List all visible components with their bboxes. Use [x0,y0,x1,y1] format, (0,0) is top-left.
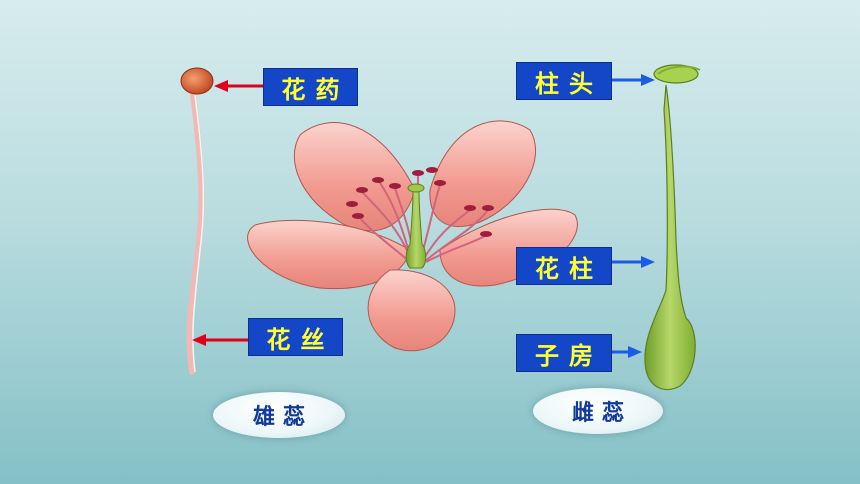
style-label: 花柱 [516,247,612,285]
flower-anthers [346,167,494,237]
style-arrow [612,256,655,268]
filament-shape [186,92,205,375]
petal-front [367,269,456,352]
anther-shape [180,67,214,95]
stamen-illustration [180,67,214,375]
ovary-label: 子房 [516,334,612,372]
pistil-illustration [644,64,701,391]
stigma-label: 柱头 [516,62,612,100]
stigma-arrow [612,74,655,86]
stamen-group-label: 雄蕊 [213,392,345,438]
filament-label: 花丝 [248,318,343,356]
pistil-group-label: 雌蕊 [533,388,663,434]
anther-label: 花药 [263,68,358,106]
ovary-arrow [612,346,642,358]
anther-arrow [214,80,263,92]
flower-illustration [247,120,578,352]
petal-back-right [429,120,536,227]
filament-arrow [192,334,248,346]
petal-back-left [293,122,416,232]
style-shape [644,84,696,391]
